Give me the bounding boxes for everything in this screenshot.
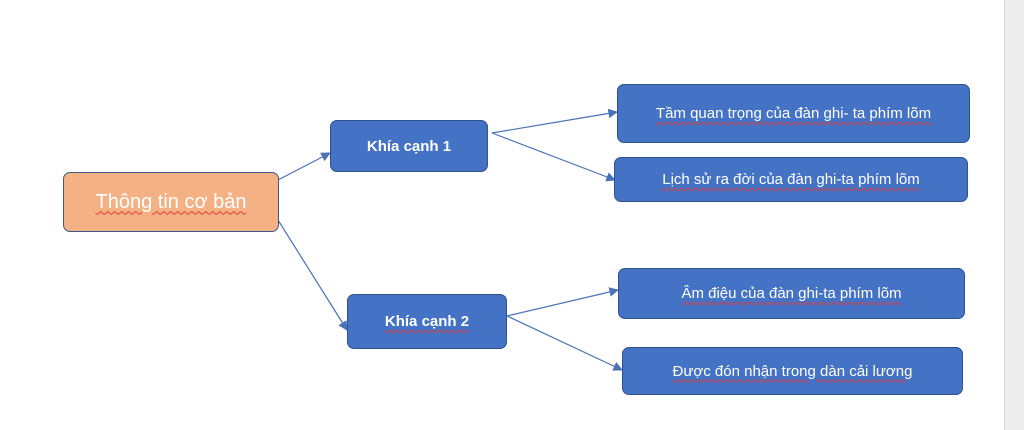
connector-aspect-2-to-leaf-3 [506, 287, 619, 317]
aspect-node-2[interactable]: Khía cạnh 2 [347, 294, 507, 349]
leaf-node-tone[interactable]: Âm điệu của đàn ghi-ta phím lõm [618, 268, 965, 319]
leaf-node-importance[interactable]: Tầm quan trọng của đàn ghi- ta phím lõm [617, 84, 970, 143]
leaf-node-importance-label: Tầm quan trọng của đàn ghi- ta phím lõm [655, 105, 932, 122]
scrollbar-strip[interactable] [1004, 0, 1024, 430]
leaf-node-history-label: Lịch sử ra đời của đàn ghi-ta phím lõm [662, 171, 920, 188]
root-node[interactable]: Thông tin cơ bản [63, 172, 279, 232]
connector-aspect-1-to-leaf-2 [491, 132, 616, 182]
connector-aspect-1-to-leaf-1 [491, 108, 618, 134]
aspect-node-1[interactable]: Khía cạnh 1 [330, 120, 488, 172]
connector-aspect-2-to-leaf-4 [506, 315, 623, 371]
leaf-node-reception-label: Được đón nhận trong dàn cải lương [672, 362, 913, 380]
leaf-node-reception[interactable]: Được đón nhận trong dàn cải lương [622, 347, 963, 395]
leaf-node-history[interactable]: Lịch sử ra đời của đàn ghi-ta phím lõm [614, 157, 968, 202]
leaf-node-tone-label: Âm điệu của đàn ghi-ta phím lõm [681, 285, 902, 302]
connector-root-to-aspect-1 [277, 152, 331, 181]
aspect-node-1-label: Khía cạnh 1 [366, 137, 452, 155]
root-node-label: Thông tin cơ bản [95, 190, 247, 213]
connector-root-to-aspect-2 [277, 219, 348, 331]
aspect-node-2-label: Khía cạnh 2 [384, 313, 470, 330]
